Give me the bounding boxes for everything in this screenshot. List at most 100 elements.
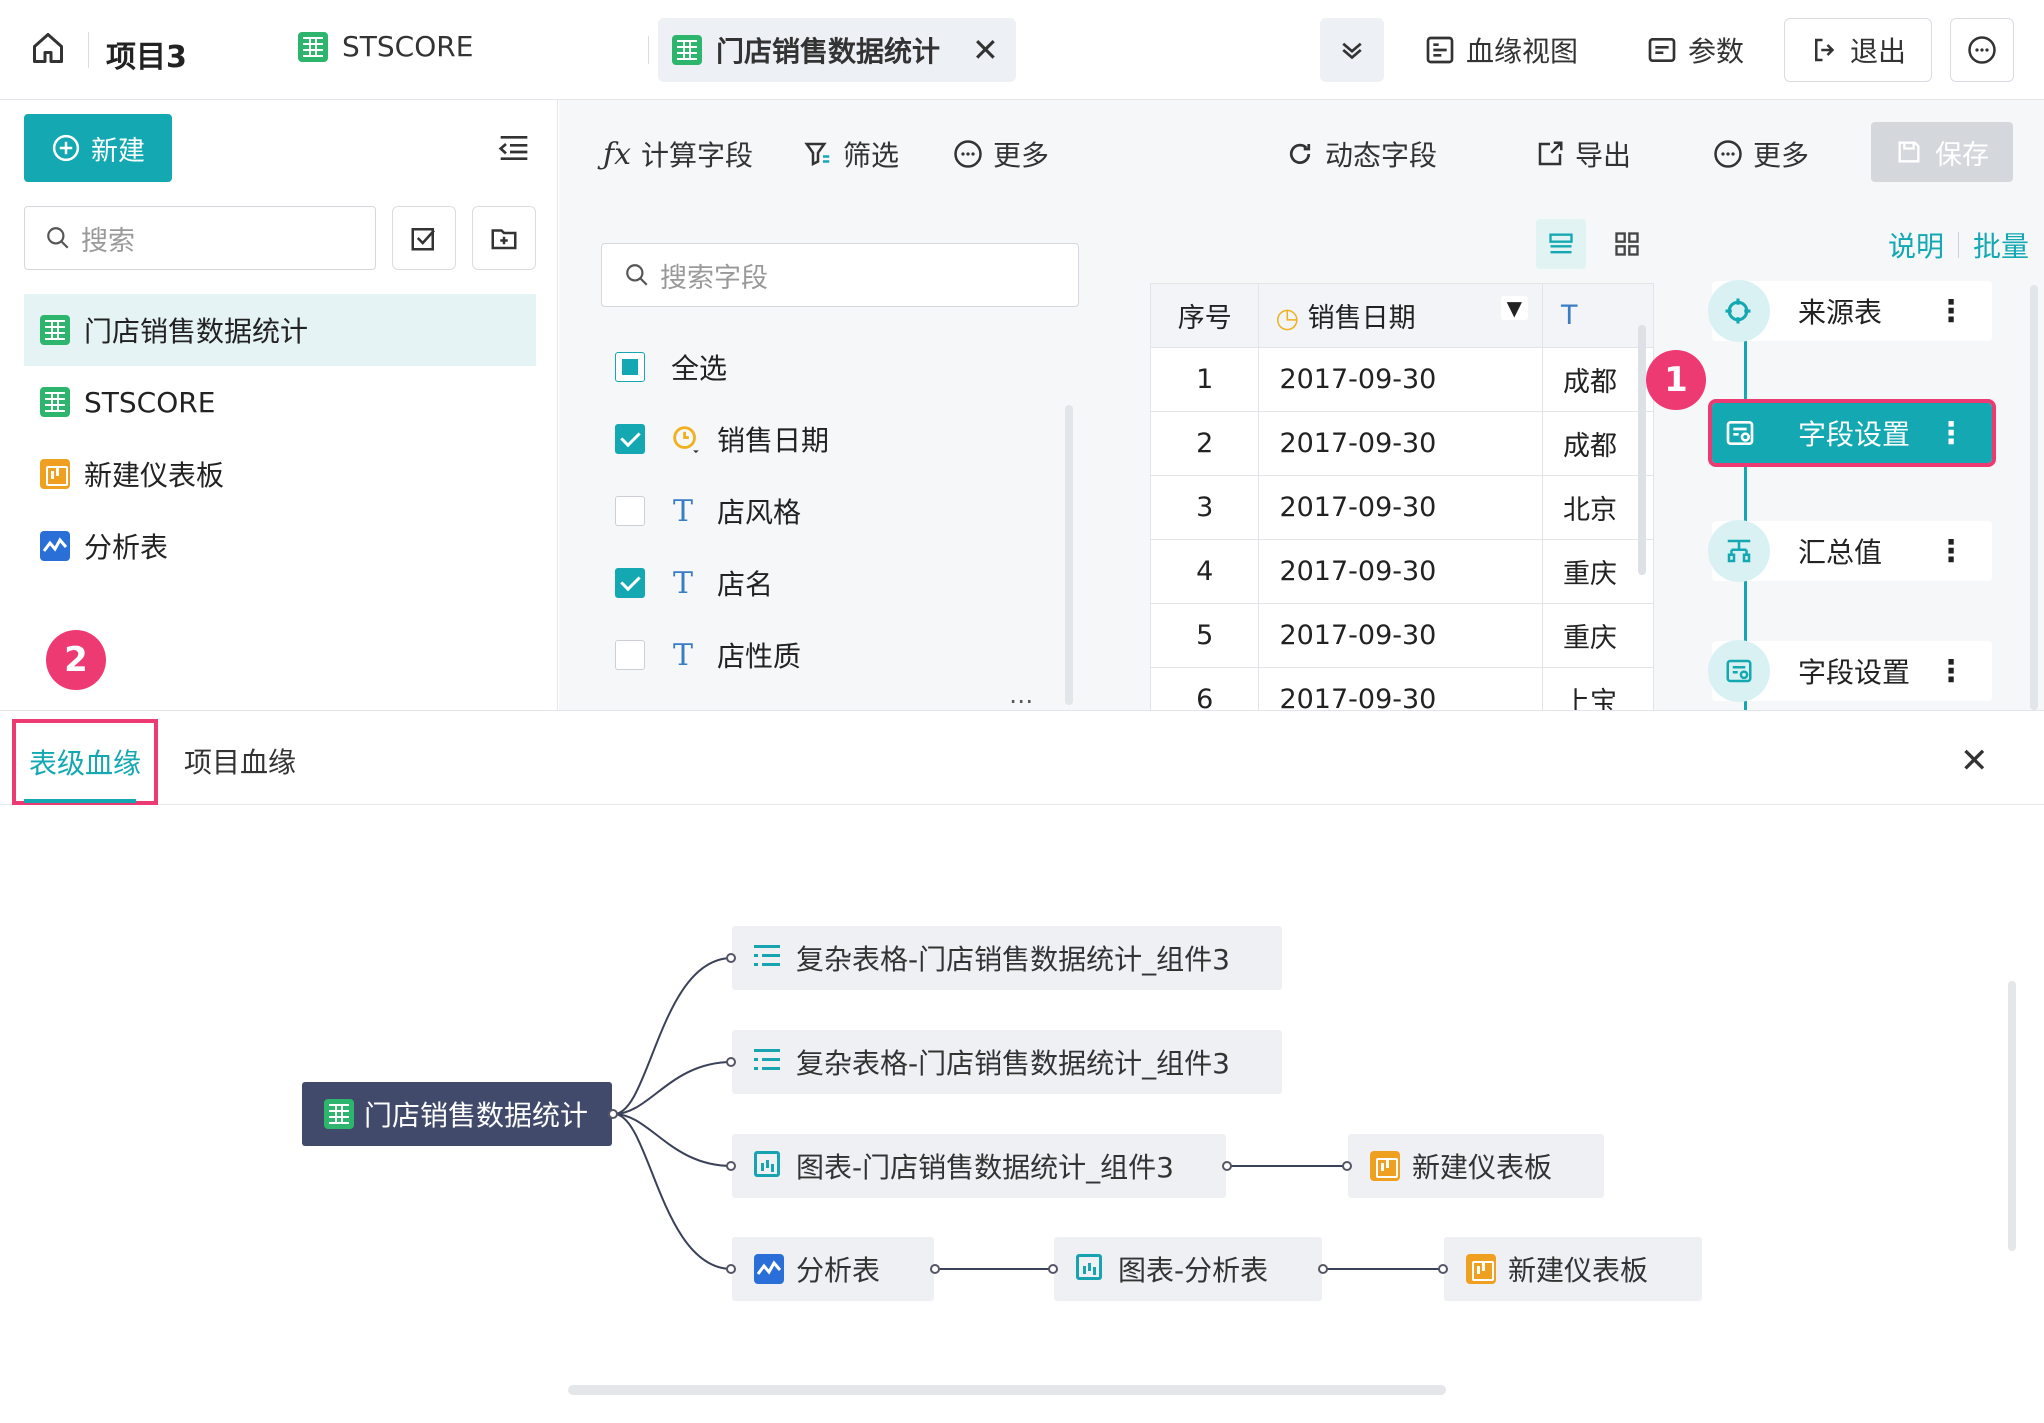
new-button[interactable]: 新建 bbox=[24, 114, 172, 182]
field-checkbox[interactable] bbox=[615, 640, 645, 670]
batch-select-icon[interactable] bbox=[392, 206, 456, 270]
list-view-icon[interactable] bbox=[1536, 219, 1586, 269]
save-button[interactable]: 保存 bbox=[1871, 122, 2013, 182]
export-button[interactable]: 导出 bbox=[1535, 134, 1631, 174]
field-checkbox[interactable] bbox=[615, 568, 645, 598]
lineage-node[interactable]: 新建仪表板 bbox=[1444, 1237, 1702, 1301]
batch-link[interactable]: 批量 bbox=[1973, 230, 2030, 263]
step-summary[interactable]: 汇总值 ⋮ bbox=[1708, 520, 1992, 582]
chevron-down-icon[interactable] bbox=[1320, 18, 1384, 82]
divider bbox=[648, 36, 649, 64]
params-button[interactable]: 参数 bbox=[1646, 30, 1744, 70]
field-row[interactable]: T 店性质 bbox=[615, 635, 801, 675]
exit-button[interactable]: 退出 bbox=[1784, 18, 1932, 82]
sidebar-search[interactable]: 搜索 bbox=[24, 206, 376, 270]
table-cell: 重庆 bbox=[1542, 539, 1654, 604]
field-checkbox[interactable] bbox=[615, 496, 645, 526]
select-all-checkbox[interactable] bbox=[615, 352, 645, 382]
tab-store-sales[interactable]: 门店销售数据统计 ✕ bbox=[658, 18, 1016, 82]
sidebar-item-dashboard[interactable]: 新建仪表板 bbox=[24, 438, 224, 510]
vertical-scrollbar[interactable] bbox=[2008, 981, 2016, 1251]
top-bar: 项目3 STSCORE 门店销售数据统计 ✕ 血缘视图 参数 退出 bbox=[0, 0, 2044, 100]
connector-dot bbox=[1222, 1161, 1232, 1171]
toolbar: ƒx 计算字段 筛选 更多 动态字段 导出 更多 保存 bbox=[559, 100, 2044, 205]
calc-field-label: 计算字段 bbox=[641, 139, 754, 172]
more-right-button[interactable]: 更多 bbox=[1713, 134, 1809, 174]
lineage-node[interactable]: 分析表 bbox=[732, 1237, 934, 1301]
more-left-button[interactable]: 更多 bbox=[953, 134, 1049, 174]
grid-view-icon[interactable] bbox=[1602, 219, 1652, 269]
new-folder-icon[interactable] bbox=[472, 206, 536, 270]
sidebar-item-store-sales[interactable]: 门店销售数据统计 bbox=[24, 294, 536, 366]
field-label: 店风格 bbox=[717, 496, 802, 529]
step-source-table[interactable]: 来源表 ⋮ bbox=[1708, 280, 1992, 342]
table-cell: 5 bbox=[1150, 603, 1260, 668]
step-field-settings-active[interactable]: 字段设置 ⋮ bbox=[1708, 399, 1996, 467]
field-checkbox[interactable] bbox=[615, 424, 645, 454]
select-all-row[interactable]: 全选 bbox=[615, 347, 727, 387]
tab-label: STSCORE bbox=[342, 30, 474, 63]
table-cell: 重庆 bbox=[1542, 603, 1654, 668]
connector-dot bbox=[608, 1109, 618, 1119]
step-menu-icon[interactable]: ⋮ bbox=[1936, 533, 1966, 569]
steps-connector bbox=[1744, 295, 1747, 715]
step-label: 字段设置 bbox=[1798, 418, 1911, 451]
table-scrollbar[interactable] bbox=[1638, 325, 1646, 575]
tab-project-lineage[interactable]: 项目血缘 bbox=[184, 746, 297, 779]
lineage-node[interactable]: 图表-分析表 bbox=[1054, 1237, 1322, 1301]
params-label: 参数 bbox=[1688, 35, 1745, 68]
sheet-icon bbox=[40, 387, 70, 417]
text-type-icon: T bbox=[673, 493, 694, 529]
field-scrollbar[interactable] bbox=[1065, 405, 1073, 705]
dynamic-field-button[interactable]: 动态字段 bbox=[1285, 134, 1437, 174]
dropdown-icon[interactable]: ▼ bbox=[1500, 296, 1529, 320]
step-menu-icon[interactable]: ⋮ bbox=[1936, 293, 1966, 329]
tab-stscore[interactable]: STSCORE bbox=[298, 30, 473, 63]
divider bbox=[88, 32, 89, 68]
field-row[interactable]: 销售日期 bbox=[615, 419, 829, 459]
close-icon[interactable]: ✕ bbox=[1960, 741, 1989, 781]
column-header[interactable]: T bbox=[1542, 283, 1654, 348]
node-label: 复杂表格-门店销售数据统计_组件3 bbox=[796, 1047, 1230, 1080]
dashboard-icon bbox=[40, 459, 70, 489]
horizontal-scrollbar[interactable] bbox=[568, 1385, 1446, 1395]
steps-scrollbar[interactable] bbox=[2030, 285, 2038, 710]
tab-table-lineage[interactable]: 表级血缘 bbox=[12, 719, 158, 805]
step-menu-icon[interactable]: ⋮ bbox=[1936, 653, 1966, 689]
field-row[interactable]: T 店风格 bbox=[615, 491, 801, 531]
lineage-node[interactable]: 新建仪表板 bbox=[1348, 1134, 1604, 1198]
step-menu-icon[interactable]: ⋮ bbox=[1936, 415, 1966, 451]
lineage-root-node[interactable]: 门店销售数据统计 bbox=[302, 1082, 612, 1146]
node-label: 图表-分析表 bbox=[1118, 1254, 1269, 1287]
lineage-node[interactable]: 复杂表格-门店销售数据统计_组件3 bbox=[732, 1030, 1282, 1094]
filter-button[interactable]: 筛选 bbox=[803, 134, 899, 174]
step-field-settings[interactable]: 字段设置 ⋮ bbox=[1708, 640, 1992, 702]
lineage-view-button[interactable]: 血缘视图 bbox=[1424, 30, 1578, 70]
home-icon[interactable] bbox=[30, 30, 66, 66]
close-icon[interactable]: ✕ bbox=[972, 31, 999, 69]
calc-field-button[interactable]: ƒx 计算字段 bbox=[603, 134, 753, 174]
select-all-label: 全选 bbox=[671, 352, 728, 385]
sheet-icon bbox=[40, 315, 70, 345]
field-row[interactable]: T 店名 bbox=[615, 563, 773, 603]
lineage-node[interactable]: 图表-门店销售数据统计_组件3 bbox=[732, 1134, 1226, 1198]
search-icon bbox=[47, 227, 69, 249]
new-label: 新建 bbox=[91, 135, 145, 167]
collapse-icon[interactable] bbox=[498, 134, 530, 166]
column-header[interactable]: 序号 bbox=[1150, 283, 1260, 348]
sidebar-item-stscore[interactable]: STSCORE bbox=[24, 366, 215, 438]
help-link[interactable]: 说明 bbox=[1888, 230, 1945, 263]
lineage-node[interactable]: 复杂表格-门店销售数据统计_组件3 bbox=[732, 926, 1282, 990]
table-cell: 上宝 bbox=[1542, 667, 1654, 710]
field-search[interactable]: 搜索字段 bbox=[601, 243, 1079, 307]
table-cell: 6 bbox=[1150, 667, 1260, 710]
column-header[interactable]: ◷ 销售日期 ▼ bbox=[1258, 283, 1544, 348]
sidebar-item-analysis[interactable]: 分析表 bbox=[24, 510, 168, 582]
more-options-icon[interactable] bbox=[1950, 18, 2014, 82]
